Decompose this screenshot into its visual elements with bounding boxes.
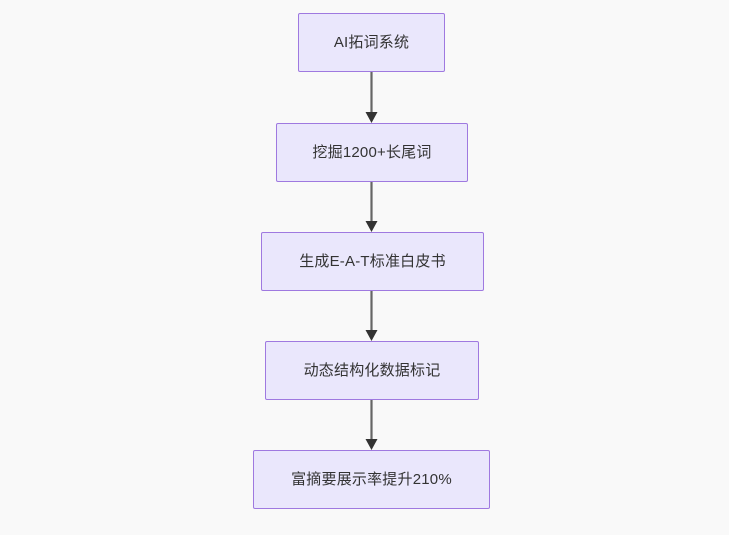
- edge-n3-n4: [352, 291, 392, 342]
- flowchart-node-2[interactable]: 挖掘1200+长尾词: [276, 123, 468, 182]
- flowchart-node-1-label: AI拓词系统: [333, 33, 410, 51]
- edge-n2-n3: [352, 182, 392, 233]
- flowchart-node-2-label: 挖掘1200+长尾词: [312, 143, 432, 161]
- edge-n1-n2: [352, 72, 392, 124]
- flowchart-node-5[interactable]: 富摘要展示率提升210%: [253, 450, 490, 509]
- flowchart-node-4[interactable]: 动态结构化数据标记: [265, 341, 479, 400]
- flowchart-node-1[interactable]: AI拓词系统: [298, 13, 445, 72]
- flowchart-node-5-label: 富摘要展示率提升210%: [291, 470, 452, 488]
- flowchart-node-3[interactable]: 生成E-A-T标准白皮书: [261, 232, 484, 291]
- flowchart-node-4-label: 动态结构化数据标记: [303, 361, 441, 379]
- flowchart-node-3-label: 生成E-A-T标准白皮书: [299, 252, 446, 270]
- edge-n4-n5: [352, 400, 392, 451]
